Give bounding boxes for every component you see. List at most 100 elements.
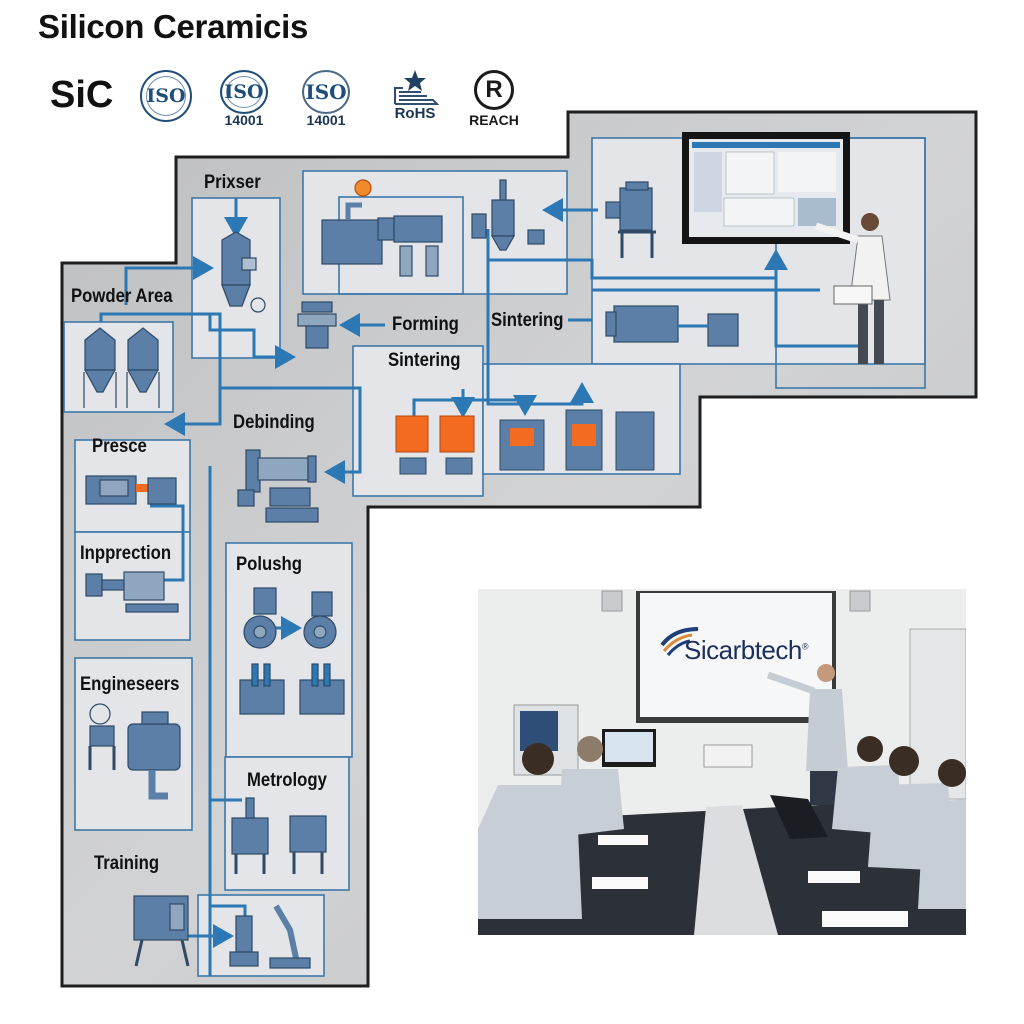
diagram-shape [323,663,331,687]
diagram-shape [250,297,266,313]
diagram-shape [412,395,537,424]
diagram-shape [126,369,160,393]
diagram-shape [814,222,860,244]
diagram-shape [234,854,266,874]
diagram-shape [221,284,251,307]
diagram-shape [229,951,259,967]
diagram-shape [445,457,473,475]
diagram-shape [245,797,255,819]
diagram-shape [253,625,267,639]
diagram-shape [619,187,653,231]
rohs-star-icon [394,70,440,105]
diagram-shape [134,939,190,967]
diagram-shape [273,904,299,959]
diagram-shape [822,911,908,927]
mill-icon [605,181,656,258]
diagram-shape [857,736,883,762]
diagram-shape [150,504,185,582]
page-title: Silicon Ceramicis [38,8,309,45]
label-engineers: Engineseers [80,674,180,695]
diagram-shape [510,428,534,446]
diagram-shape [618,230,656,258]
diagram-shape [83,369,117,393]
diagram-shape [723,197,795,227]
diagram-shape [478,785,582,919]
reach-badge: R REACH [464,70,524,128]
label-debinding: Debinding [233,412,315,433]
label-prixser: Prixser [204,172,261,193]
mixer-tank-icon [221,231,266,313]
diagram-shape [235,915,253,953]
diagram-shape [89,725,115,747]
diagram-shape [707,313,739,347]
diagram-shape [694,805,778,935]
diagram-shape [393,215,443,243]
diagram-shape [625,181,649,191]
diagram-shape [297,313,337,327]
diagram-shape [88,746,116,770]
label-presce: Presce [92,436,147,457]
diagram-shape [692,142,840,148]
diagram-shape [269,487,311,507]
diagram-shape [85,573,103,597]
diagram-shape [810,771,838,805]
rohs-badge: RoHS [388,68,442,122]
diagram-shape [861,213,879,231]
diagram-shape [725,151,775,195]
sic-label: SiC [50,74,114,116]
iso-14001-badge-2: ISO 14001 [302,70,350,128]
diagram-shape [766,671,816,695]
diagram-shape [425,245,439,277]
diagram-shape [269,957,311,969]
iso-14001-caption: 14001 [224,112,264,128]
diagram-shape [889,746,919,776]
diagram-shape [640,593,832,717]
iso-icon: ISO [220,70,268,114]
diagram-shape [490,235,516,251]
diagram-shape [311,591,333,617]
diagram-shape [127,723,181,771]
speaker-icon [849,590,871,612]
diagram-shape [613,305,679,343]
sintering-machine-icon [605,305,739,347]
diagram-shape [125,603,179,613]
diagram-shape [605,201,621,219]
diagram-shape [938,759,966,787]
diagram-shape [858,300,868,364]
diagram-shape [605,732,653,762]
diagram-shape [703,744,753,768]
engineers-station-icon [88,703,181,800]
diagram-shape [265,507,319,523]
diagram-shape [147,477,177,505]
sicarbtech-logo-icon [660,627,699,647]
registered-icon: R [474,70,514,110]
rohs-caption: RoHS [394,105,436,122]
brand-name: Sicarbtech [684,635,802,665]
diagram-shape [311,663,319,687]
diagram-shape [253,587,277,615]
diagram-shape [798,198,836,226]
iso-icon: ISO [302,70,350,114]
diagram-shape [395,415,429,453]
label-inspection: Inpprection [80,543,172,564]
diagram-shape [439,415,475,453]
diagram-shape [84,327,116,371]
diagram-shape [558,769,624,837]
press-icon [297,301,337,349]
label-polishing: Polushg [236,554,302,575]
label-training: Training [94,853,160,874]
diagram-shape [666,639,691,656]
registered-mark: ® [801,641,809,652]
diagram-shape [345,202,362,220]
diagram-shape [141,711,169,725]
iso-14001-caption: 14001 [306,112,346,128]
diagram-shape [89,703,111,725]
diagram-shape [806,689,848,771]
diagram-shape [486,229,788,280]
label-forming: Forming [392,314,459,335]
flow-arrow [124,256,214,305]
diagram-shape [263,663,271,687]
presce-machine-icon [85,475,177,505]
diagram-shape [598,835,648,845]
presenter [817,664,835,682]
